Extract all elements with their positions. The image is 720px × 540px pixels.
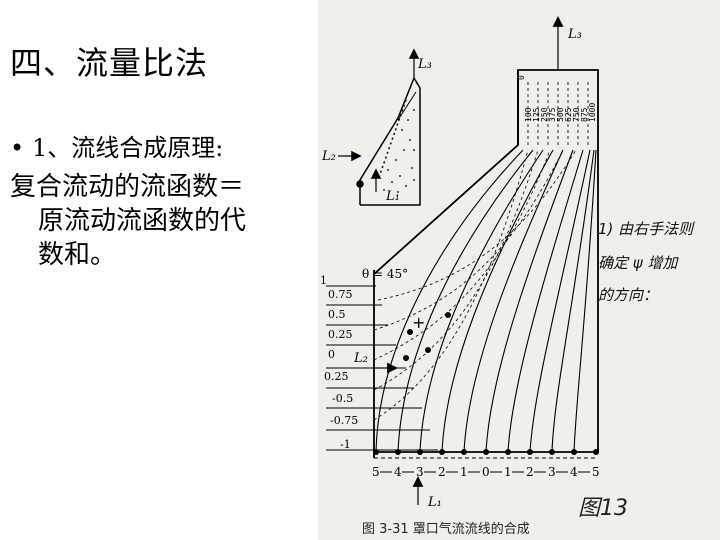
bottom-scale-label: 4 [394,465,402,479]
angle-label: θ = 45° [362,267,408,281]
bottom-scale-label: 1 [504,465,512,479]
inset-label-L2: L₂ [321,149,336,164]
body-line-2: 原流动流函数的代 [38,206,247,236]
bottom-scale-label: 0 [482,465,490,479]
left-scale-label: 0.25 [328,328,353,341]
bottom-scale-label: 2 [526,465,534,479]
main-label-L2: L₂ [353,351,368,366]
bullet-item: •1、流线合成原理: [10,128,223,163]
top-scale-label: 0 [517,75,526,80]
body-line-1: 复合流动的流函数＝ [10,172,245,202]
handwritten-note-3: 的方向： [598,286,659,304]
main-label-L1: L₁ [427,495,442,510]
top-scale-label: 100 [524,107,533,122]
bottom-scale-label: 4 [570,465,578,479]
top-scale-label: 875 [580,107,589,122]
top-scale-label: 250 [540,107,549,122]
bottom-scale-label: 5 [372,465,380,479]
left-scale: 1 0.75 0.5 0.25 0 0.25 -0.5 -0.75 -1 [320,274,358,451]
inset-label-L3: L₃ [417,57,432,72]
handwritten-note-2: 确定 ψ 增加 [598,254,678,272]
bottom-scale-label: 1 [460,465,468,479]
main-duct-outline [372,15,599,505]
handwritten-stamp: 图13 [578,496,628,521]
inset-stipple [383,109,415,193]
left-scale-label: 0 [328,348,335,361]
top-scale-label: 375 [548,107,557,122]
top-scale-label: 1000 [588,103,597,122]
left-scale-label: -0.5 [332,392,353,405]
inset-hood-sketch [338,48,421,206]
main-label-L3: L₃ [567,27,582,42]
top-scale-label: 625 [564,107,573,122]
dashed-streamlines [373,149,577,421]
left-scale-label: 0.5 [328,308,346,321]
left-scale-label: -1 [340,438,351,451]
streamline-figure: L₃ L₂ L₁ [318,0,720,540]
top-scale: 0 100 125 250 375 500 625 750 875 1000 [517,75,597,122]
left-scale-label: 0.75 [328,288,353,301]
body-line-3: 数和。 [38,240,117,270]
bullet-dot: • [10,134,25,162]
top-scale-label: 500 [556,107,565,122]
bottom-scale-label: 3 [416,465,424,479]
streamlines [375,149,597,453]
slide-title: 四、流量比法 [10,44,209,82]
handwritten-mark: + [412,313,425,332]
handwritten-note-1: 1) 由右手法则 [598,220,694,238]
left-scale-label: 0.25 [324,370,349,383]
top-scale-label: 125 [532,107,541,122]
left-scale-label: -0.75 [330,414,358,427]
junction-dots [373,312,599,455]
bottom-scale: 5 4 3 2 1 0 1 2 3 4 5 [372,465,600,479]
body-paragraph: 复合流动的流函数＝ 原流动流函数的代 数和。 [10,170,300,272]
top-dashed-lines [527,82,589,145]
bottom-scale-label: 5 [592,465,600,479]
figure-caption: 图 3-31 罩口气流流线的合成 [362,522,530,537]
top-scale-label: 750 [572,107,581,122]
streamline-diagram: L₃ L₂ L₁ [320,15,600,510]
bottom-scale-label: 2 [438,465,446,479]
bottom-scale-label: 3 [548,465,556,479]
left-scale-label: 1 [320,274,327,287]
inset-label-L1: L₁ [385,189,400,204]
bullet-text: 1、流线合成原理: [32,134,224,162]
